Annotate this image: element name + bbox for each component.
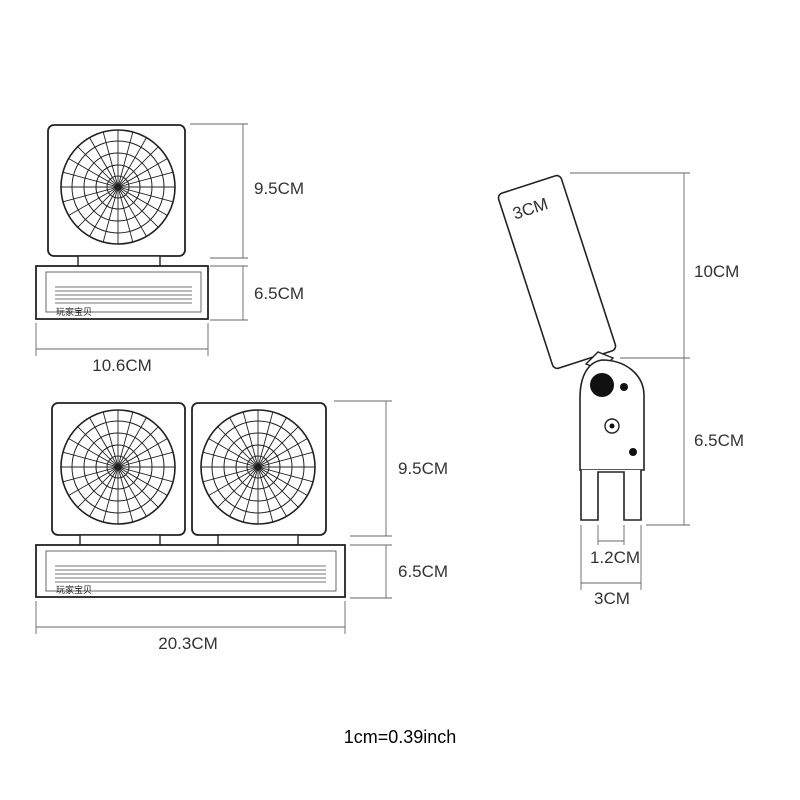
unit-conversion-note: 1cm=0.39inch xyxy=(343,727,457,747)
double-base xyxy=(35,544,346,598)
single-base-brand: 玩家宝贝 xyxy=(56,306,92,318)
single-fan-height-label: 9.5CM xyxy=(254,179,304,198)
single-fan-unit: 玩家宝贝 9.5CM 6.5CM 10.6CM xyxy=(35,123,304,375)
double-fan-unit: 玩家宝贝 9.5CM 6.5CM 20.3CM xyxy=(35,400,448,653)
side-view-slot-width-label: 1.2CM xyxy=(590,548,640,567)
side-view-clip-height-label: 6.5CM xyxy=(694,431,744,450)
side-view-panel-height-label: 10CM xyxy=(694,262,739,281)
side-view-clip-legs xyxy=(580,470,642,521)
side-view-knob-icon xyxy=(590,373,614,397)
double-fan-right-grille-icon xyxy=(200,409,316,525)
side-view-clip: 3CM 10CM 6.5CM 1.2CM 3CM xyxy=(497,172,744,608)
side-view-panel xyxy=(497,174,617,370)
double-width-label: 20.3CM xyxy=(158,634,218,653)
double-fan-left-grille-icon xyxy=(60,409,176,525)
single-fan-stem xyxy=(77,255,161,267)
single-fan-grille-icon xyxy=(60,129,176,245)
double-base-height-label: 6.5CM xyxy=(398,562,448,581)
double-base-brand: 玩家宝贝 xyxy=(56,584,92,596)
single-base xyxy=(35,265,209,320)
single-base-height-label: 6.5CM xyxy=(254,284,304,303)
single-base-vent-lines xyxy=(55,286,192,304)
single-width-label: 10.6CM xyxy=(92,356,152,375)
double-fan-height-label: 9.5CM xyxy=(398,459,448,478)
double-base-vent-lines xyxy=(55,565,326,583)
side-view-clip-width-label: 3CM xyxy=(594,589,630,608)
